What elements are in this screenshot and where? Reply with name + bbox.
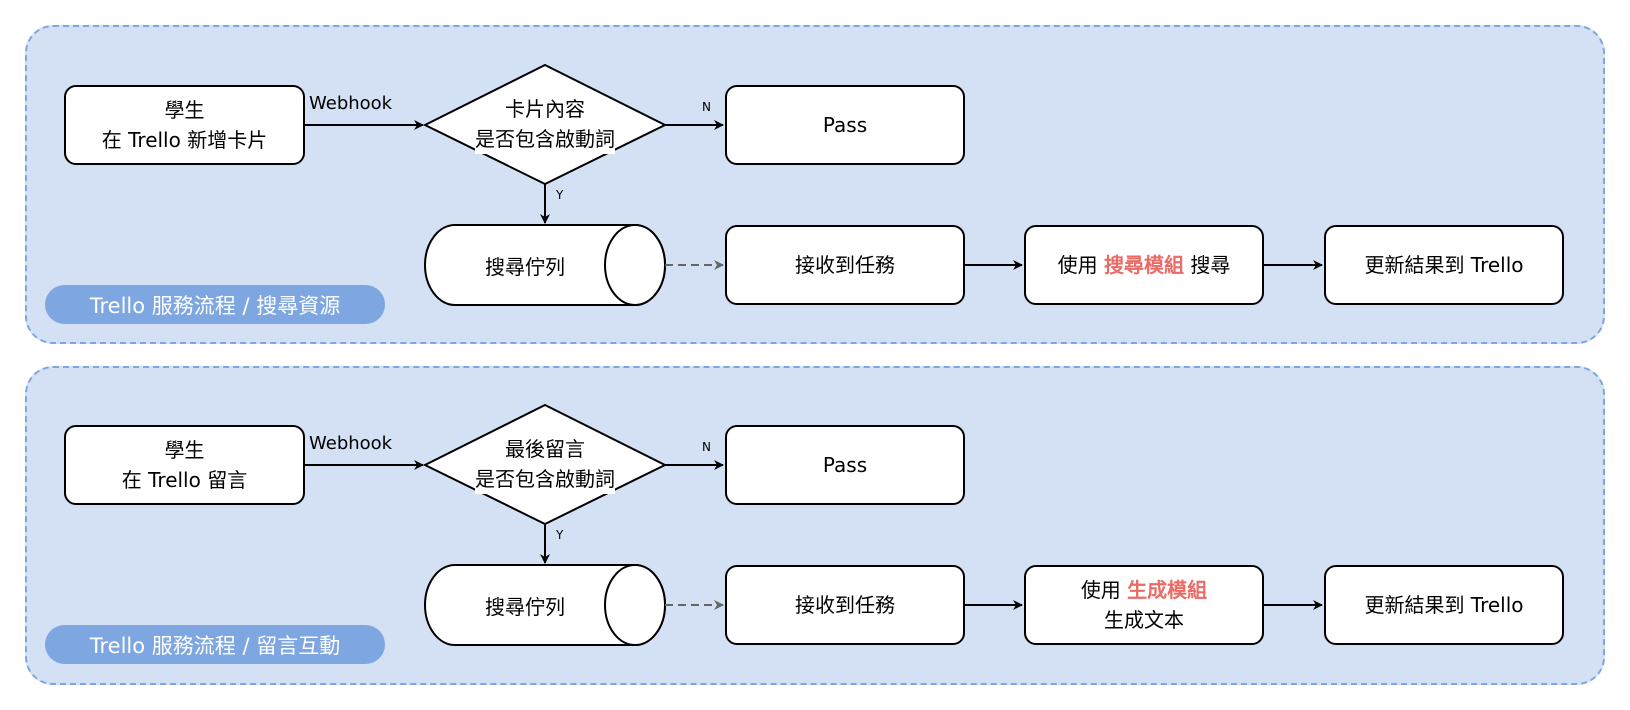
module-label: 使用 搜尋模組 搜尋 (1058, 250, 1231, 280)
pass-node[interactable]: Pass (725, 425, 965, 505)
module-suffix: 生成文本 (1104, 608, 1184, 632)
start-node[interactable]: 學生 在 Trello 新增卡片 (64, 85, 305, 165)
webhook-label: Webhook (309, 93, 393, 114)
decision-node[interactable]: 最後留言 是否包含啟動詞 (425, 434, 665, 494)
queue-node[interactable]: 搜尋佇列 (435, 565, 615, 645)
queue-label: 搜尋佇列 (485, 254, 565, 279)
pass-label: Pass (822, 453, 868, 477)
queue-label: 搜尋佇列 (485, 594, 565, 619)
receive-task-node[interactable]: 接收到任務 (725, 225, 965, 305)
decision-line1: 卡片內容 (505, 97, 585, 121)
decision-line2: 是否包含啟動詞 (475, 464, 615, 494)
receive-task-label: 接收到任務 (795, 253, 895, 277)
module-prefix: 使用 (1057, 253, 1098, 277)
start-line2: 在 Trello 留言 (121, 468, 248, 492)
pass-label: Pass (822, 113, 868, 137)
decision-node[interactable]: 卡片內容 是否包含啟動詞 (425, 94, 665, 154)
module-highlight: 搜尋模組 (1104, 253, 1184, 277)
start-line1: 學生 (164, 438, 205, 462)
yes-label: Y (556, 528, 564, 542)
pass-node[interactable]: Pass (725, 85, 965, 165)
no-label: N (702, 440, 711, 454)
update-trello-node[interactable]: 更新結果到 Trello (1324, 225, 1564, 305)
module-node[interactable]: 使用 搜尋模組 搜尋 (1024, 225, 1264, 305)
update-trello-node[interactable]: 更新結果到 Trello (1324, 565, 1564, 645)
no-label: N (702, 100, 711, 114)
module-label-line1: 使用 生成模組 (1081, 575, 1207, 605)
decision-line1: 最後留言 (505, 437, 585, 461)
receive-task-label: 接收到任務 (795, 593, 895, 617)
start-line1: 學生 (164, 98, 205, 122)
module-suffix: 搜尋 (1190, 253, 1231, 277)
module-highlight: 生成模組 (1127, 578, 1208, 602)
webhook-label: Webhook (309, 433, 393, 454)
start-line2: 在 Trello 新增卡片 (101, 128, 268, 152)
lane-label: Trello 服務流程 / 留言互動 (45, 625, 385, 664)
queue-node[interactable]: 搜尋佇列 (435, 225, 615, 305)
start-node[interactable]: 學生 在 Trello 留言 (64, 425, 305, 505)
lane-label: Trello 服務流程 / 搜尋資源 (45, 285, 385, 324)
decision-line2: 是否包含啟動詞 (475, 124, 615, 154)
update-trello-label: 更新結果到 Trello (1364, 593, 1524, 617)
module-node[interactable]: 使用 生成模組 生成文本 (1024, 565, 1264, 645)
module-prefix: 使用 (1080, 578, 1121, 602)
receive-task-node[interactable]: 接收到任務 (725, 565, 965, 645)
yes-label: Y (556, 188, 564, 202)
update-trello-label: 更新結果到 Trello (1364, 253, 1524, 277)
